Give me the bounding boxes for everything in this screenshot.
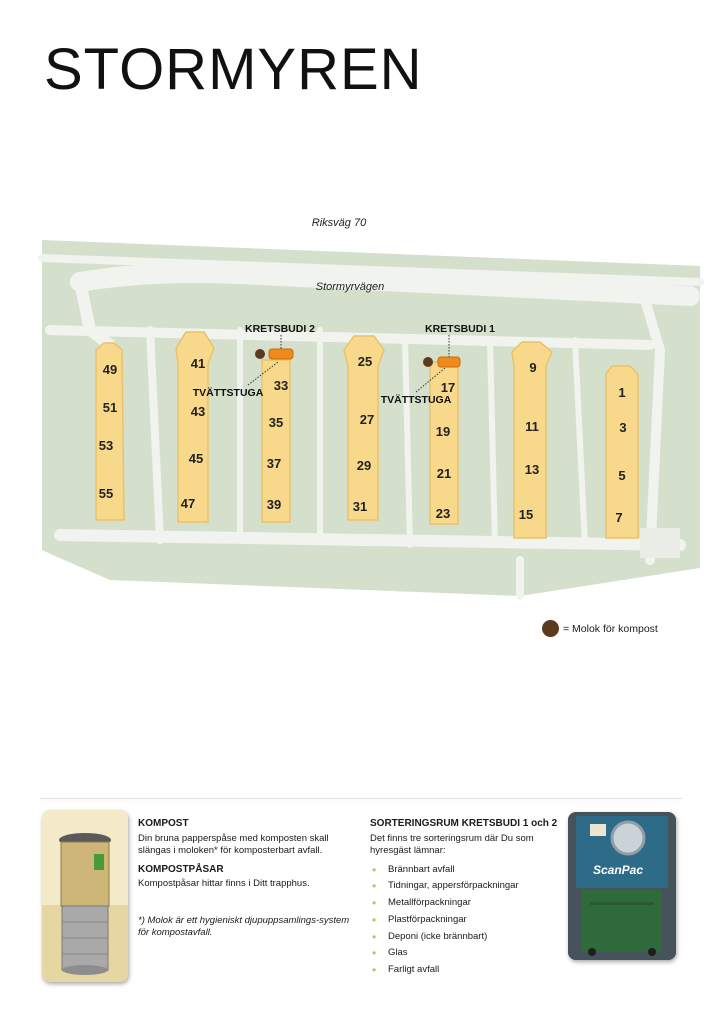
building-number: 53 (99, 438, 113, 453)
label-kretsbudi-2: KRETSBUDI 2 (245, 323, 315, 335)
building-number: 33 (274, 378, 288, 393)
building-33-39 (261, 359, 291, 523)
buildings (95, 331, 639, 539)
tvattstuga-b-leader (415, 367, 446, 393)
map-legend: = Molok för kompost (542, 620, 658, 637)
kompostpasar-heading: KOMPOSTPÅSAR (138, 863, 224, 875)
site-map: Riksväg 70 Stormyrvägen KRETSBUDI 2 KRET… (38, 217, 704, 600)
building-number: 47 (181, 496, 195, 511)
building-number: 39 (267, 497, 281, 512)
kompost-text: Din bruna papperspåse med komposten skal… (138, 832, 329, 857)
molok-marker-1 (255, 349, 265, 359)
building-41-47 (175, 331, 215, 523)
molok-illustration (42, 810, 128, 982)
sortering-heading: SORTERINGSRUM KRETSBUDI 1 och 2 (370, 818, 558, 829)
building-number: 5 (618, 468, 625, 483)
label-tvattstuga-b: TVÄTTSTUGA (381, 393, 452, 406)
building-number: 1 (618, 385, 625, 400)
sortering-list: Brännbart avfall Tidningar, appersförpac… (370, 864, 570, 977)
list-item: Metallförpackningar (370, 897, 570, 910)
kretsbudi-2-unit (268, 348, 294, 360)
building-number: 23 (436, 506, 450, 521)
road-label-stormyrvagen: Stormyrvägen (316, 281, 384, 293)
sortering-intro: Det finns tre sorteringsrum där Du som h… (370, 832, 534, 857)
building-1-7 (605, 365, 639, 539)
building-number: 35 (269, 415, 283, 430)
molok-marker-2 (423, 357, 433, 367)
molok-footnote: *) Molok är ett hygieniskt djupuppsamlin… (138, 914, 350, 939)
kompostpasar-text: Kompostpåsar hittar finns i Ditt trapphu… (138, 878, 310, 889)
legend-text: = Molok för kompost (563, 622, 658, 635)
scanpac-label: ScanPac (593, 863, 643, 877)
section-divider (40, 798, 682, 799)
list-item: Farligt avfall (370, 964, 570, 977)
sortering-column: SORTERINGSRUM KRETSBUDI 1 och 2 Det finn… (370, 818, 570, 981)
building-25-31 (343, 335, 385, 521)
kompost-heading: KOMPOST (138, 818, 189, 829)
building-number: 45 (189, 451, 203, 466)
building-number: 37 (267, 456, 281, 471)
building-number: 9 (529, 360, 536, 375)
compactor-icon: ScanPac (568, 812, 676, 960)
building-number: 21 (437, 466, 451, 481)
building-number: 13 (525, 462, 539, 477)
list-item: Tidningar, appersförpackningar (370, 880, 570, 893)
building-number: 41 (191, 356, 205, 371)
road-network (38, 254, 704, 600)
building-number: 17 (441, 380, 455, 395)
kompost-column: KOMPOST Din bruna papperspåse med kompos… (138, 818, 358, 946)
building-49-55 (95, 342, 125, 521)
building-number: 27 (360, 412, 374, 427)
label-kretsbudi-1: KRETSBUDI 1 (425, 323, 495, 335)
building-number: 43 (191, 404, 205, 419)
info-section: KOMPOST Din bruna papperspåse med kompos… (40, 798, 682, 994)
building-number: 51 (103, 400, 117, 415)
building-number: 19 (436, 424, 450, 439)
list-item: Glas (370, 947, 570, 960)
building-number: 29 (357, 458, 371, 473)
building-number: 25 (358, 354, 372, 369)
building-number: 55 (99, 486, 113, 501)
page-title: STORMYREN (44, 37, 423, 102)
building-number: 15 (519, 507, 533, 522)
molok-container-icon (42, 833, 128, 982)
road-label-riksvag: Riksväg 70 (312, 217, 367, 229)
kretsbudi-1-unit (437, 356, 461, 368)
parking-lot (640, 528, 680, 558)
building-number: 31 (353, 499, 367, 514)
list-item: Deponi (icke brännbart) (370, 931, 570, 944)
tvattstuga-a-leader (247, 361, 279, 386)
building-number: 3 (619, 420, 626, 435)
building-number: 7 (615, 510, 622, 525)
label-tvattstuga-a: TVÄTTSTUGA (193, 386, 264, 399)
list-item: Brännbart avfall (370, 864, 570, 877)
building-9-15 (511, 341, 553, 539)
building-number: 49 (103, 362, 117, 377)
list-item: Plastförpackningar (370, 914, 570, 927)
molok-dot-icon (542, 620, 559, 637)
building-number: 11 (525, 419, 539, 434)
scanpac-photo: ScanPac (568, 812, 676, 960)
